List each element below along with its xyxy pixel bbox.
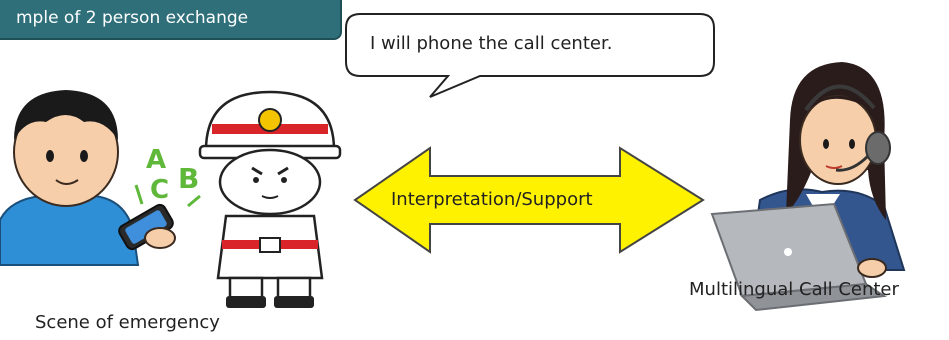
speech-bubble-text: I will phone the call center. bbox=[370, 33, 613, 54]
laptop-illustration bbox=[710, 202, 887, 312]
section-tab: mple of 2 person exchange bbox=[0, 0, 342, 40]
letter-c: C bbox=[150, 175, 169, 205]
firefighter-illustration bbox=[198, 90, 342, 308]
letter-b: B bbox=[178, 162, 199, 195]
caption-call-center: Multilingual Call Center bbox=[689, 279, 899, 300]
man-with-smartphone-illustration bbox=[0, 90, 176, 266]
letter-a: A bbox=[146, 145, 166, 175]
speech-bubble bbox=[345, 13, 715, 98]
arrow-label: Interpretation/Support bbox=[391, 189, 593, 210]
floating-letters: A C B bbox=[134, 145, 201, 208]
caption-scene-of-emergency: Scene of emergency bbox=[35, 312, 220, 333]
double-arrow bbox=[353, 146, 705, 254]
